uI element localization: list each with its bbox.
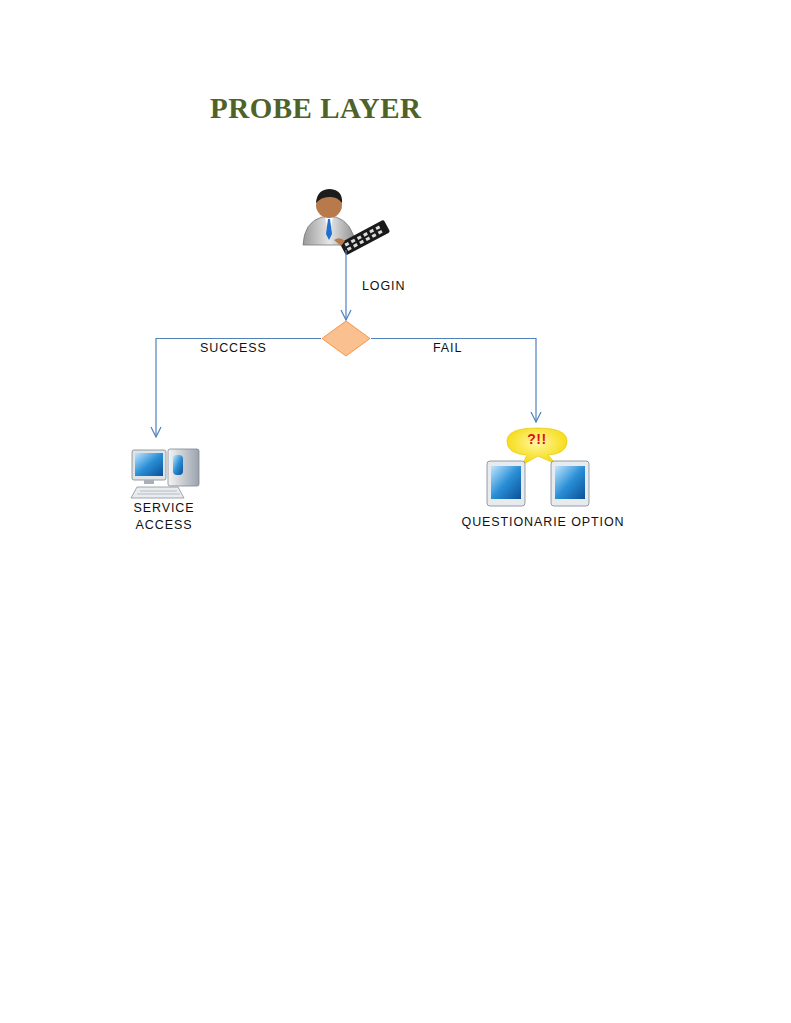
tower-panel — [173, 455, 183, 475]
tower-case — [168, 449, 199, 486]
user-actor — [300, 184, 392, 250]
keyboard — [131, 487, 184, 498]
hand — [334, 238, 345, 246]
decision-diamond — [321, 320, 371, 357]
remote-device — [340, 220, 391, 256]
edge-label: LOGIN — [362, 279, 405, 293]
monitor-frame — [551, 461, 589, 506]
monitor-screen — [555, 466, 585, 499]
questionnaire-node: ?!!QUESTIONARIE OPTION — [436, 422, 636, 530]
questionnaire-icon — [487, 428, 589, 506]
monitor-screen — [135, 453, 163, 476]
bubble-symbol: ?!! — [502, 431, 572, 448]
flow-arrow — [345, 250, 346, 320]
tie — [326, 219, 332, 240]
node-label: QUESTIONARIE OPTION — [406, 514, 680, 531]
diamond-outline — [321, 320, 371, 357]
hair — [316, 189, 342, 203]
monitor-frame — [132, 450, 166, 480]
flow-arrow — [156, 339, 321, 438]
node-label: SERVICE ACCESS — [120, 500, 208, 534]
diamond-shape — [322, 321, 370, 356]
edge-label: FAIL — [433, 341, 462, 355]
diagram-title: PROBE LAYER — [210, 92, 422, 125]
monitor-stand — [144, 480, 154, 484]
computer-icon — [131, 449, 199, 498]
user-icon — [303, 189, 390, 255]
edge-label: SUCCESS — [200, 341, 267, 355]
monitor-screen — [491, 466, 521, 499]
service-node: SERVICE ACCESS — [110, 437, 202, 531]
monitor-frame — [487, 461, 525, 506]
flow-arrow — [371, 339, 536, 423]
